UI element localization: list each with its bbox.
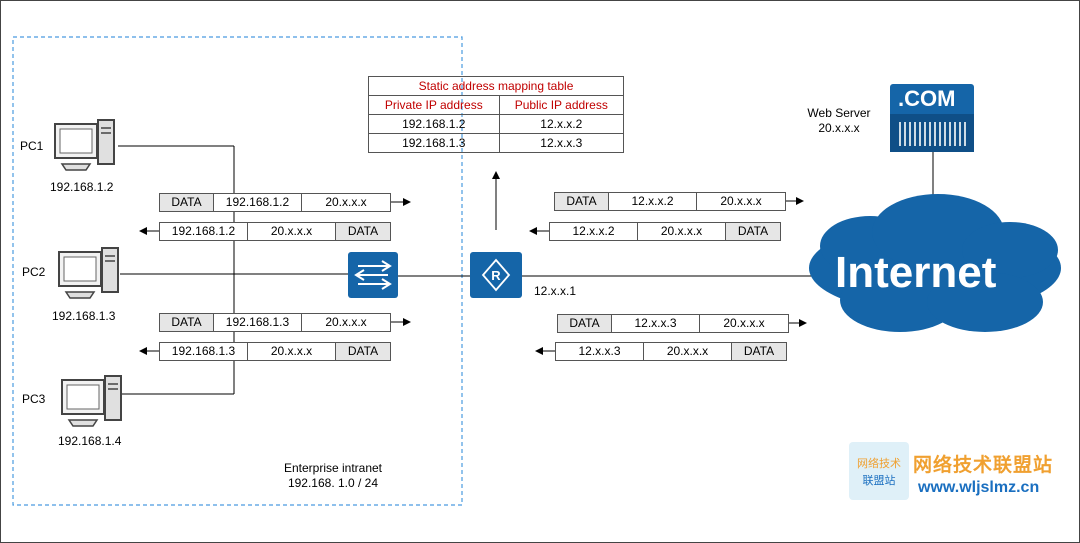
logo-text-2: 联盟站: [863, 473, 896, 487]
server-ip: 20.x.x.x: [818, 121, 860, 135]
packet-field: DATA: [336, 343, 390, 360]
packet-field: 192.168.1.2: [214, 194, 302, 211]
watermark-url: www.wljslmz.cn: [918, 479, 1040, 496]
packet-field: 20.x.x.x: [720, 194, 762, 208]
packet-field: 20.x.x.x: [248, 343, 336, 360]
packet-field: DATA: [726, 223, 780, 240]
packet-left-1-out: DATA 192.168.1.2 20.x.x.x: [159, 193, 391, 212]
web-server-icon: [890, 84, 974, 152]
packet-field: DATA: [160, 194, 214, 211]
router-icon: R: [470, 252, 522, 298]
packet-field: DATA: [160, 314, 214, 331]
pc3-icon: [61, 375, 122, 427]
packet-field: 12.x.x.2: [550, 223, 638, 240]
table-cell: 12.x.x.3: [498, 133, 625, 153]
table-cell: 192.168.1.3: [368, 133, 500, 153]
intranet-title: Enterprise intranet: [283, 461, 383, 475]
packet-field: DATA: [336, 223, 390, 240]
table-row: 192.168.1.3 12.x.x.3: [368, 133, 625, 153]
packet-field: 192.168.1.2: [160, 223, 248, 240]
server-title: Web Server: [807, 106, 871, 120]
watermark-logo-icon: 网络技术 联盟站: [849, 442, 909, 500]
pc3-ip: 192.168.1.4: [58, 434, 122, 448]
packet-field: 20.x.x.x: [325, 195, 367, 209]
packet-field: DATA: [555, 193, 609, 210]
switch-icon: [348, 252, 398, 298]
packet-right-1-out: DATA 12.x.x.2 20.x.x.x: [554, 192, 786, 211]
packet-right-1-in: 12.x.x.2 20.x.x.x DATA: [549, 222, 781, 241]
packet-right-2-out: DATA 12.x.x.3 20.x.x.x: [557, 314, 789, 333]
packet-field: 12.x.x.3: [612, 315, 700, 332]
packet-left-1-in: 192.168.1.2 20.x.x.x DATA: [159, 222, 391, 241]
logo-text-1: 网络技术: [857, 456, 901, 470]
pc2-name: PC2: [22, 265, 46, 279]
table-cell: 192.168.1.2: [368, 114, 500, 134]
packet-field: 20.x.x.x: [723, 316, 765, 330]
packet-field: 20.x.x.x: [644, 343, 732, 360]
pc1-icon: [54, 119, 115, 171]
intranet-subnet: 192.168. 1.0 / 24: [287, 476, 379, 490]
packet-field: 20.x.x.x: [638, 223, 726, 240]
packet-field: 20.x.x.x: [248, 223, 336, 240]
pc1-name: PC1: [20, 139, 44, 153]
svg-text:R: R: [491, 268, 501, 283]
table-title: Static address mapping table: [368, 76, 624, 96]
pc2-icon: [58, 247, 119, 299]
packet-field: 192.168.1.3: [214, 314, 302, 331]
internet-label: Internet: [835, 248, 997, 297]
intranet-boundary: [12, 36, 463, 506]
router-ip: 12.x.x.1: [534, 284, 577, 298]
pc2-ip: 192.168.1.3: [52, 309, 116, 323]
packet-field: DATA: [558, 315, 612, 332]
pc3-name: PC3: [22, 392, 46, 406]
packet-left-2-out: DATA 192.168.1.3 20.x.x.x: [159, 313, 391, 332]
packet-field: 192.168.1.3: [160, 343, 248, 360]
static-mapping-table: Static address mapping table Private IP …: [368, 76, 625, 153]
packet-field: 20.x.x.x: [325, 315, 367, 329]
watermark-cn: 网络技术联盟站: [913, 455, 1054, 476]
packet-right-2-in: 12.x.x.3 20.x.x.x DATA: [555, 342, 787, 361]
table-cell: 12.x.x.2: [498, 114, 625, 134]
table-row: 192.168.1.2 12.x.x.2: [368, 114, 625, 134]
table-header-public: Public IP address: [498, 95, 625, 115]
internet-cloud-icon: [809, 194, 1061, 332]
packet-field: 12.x.x.3: [556, 343, 644, 360]
packet-left-2-in: 192.168.1.3 20.x.x.x DATA: [159, 342, 391, 361]
pc1-ip: 192.168.1.2: [50, 180, 114, 194]
server-badge: .COM: [898, 86, 956, 111]
packet-field: DATA: [732, 343, 786, 360]
table-header-private: Private IP address: [368, 95, 500, 115]
packet-field: 12.x.x.2: [609, 193, 697, 210]
